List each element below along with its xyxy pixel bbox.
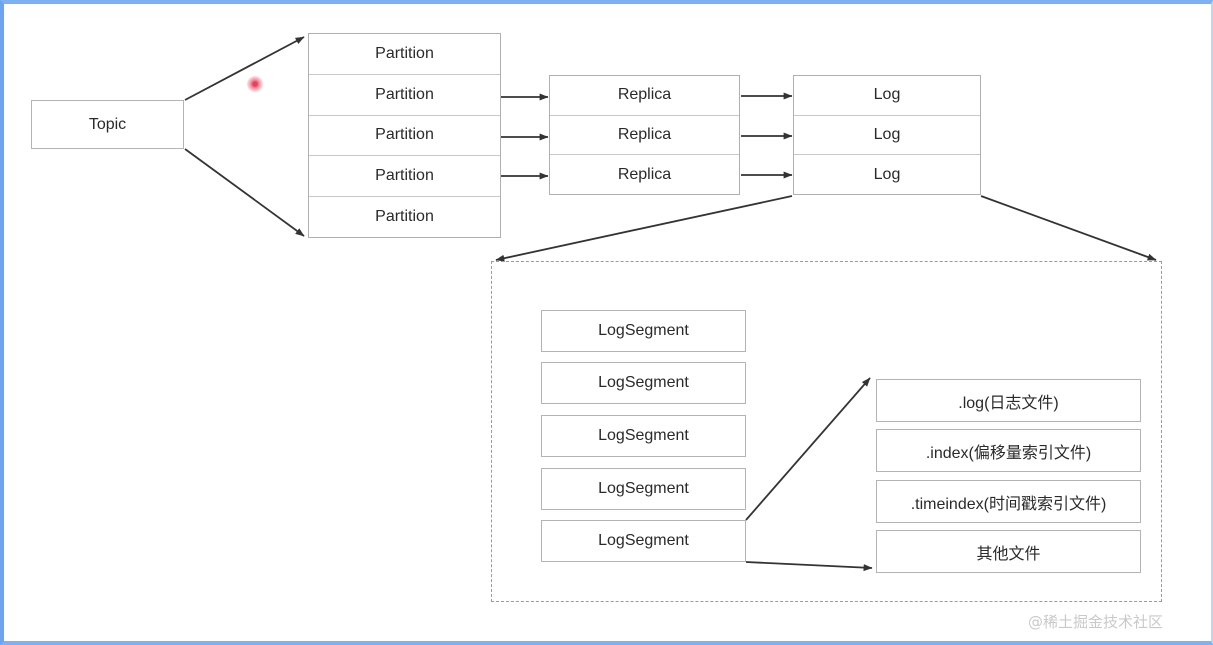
- replica-row[interactable]: Replica: [550, 116, 739, 156]
- replica-label: Replica: [617, 165, 672, 183]
- segment-file-box-log[interactable]: .log(日志文件): [876, 379, 1141, 422]
- partition-label: Partition: [375, 85, 434, 103]
- log-row[interactable]: Log: [794, 116, 980, 156]
- segment-file-box-index[interactable]: .index(偏移量索引文件): [876, 429, 1141, 472]
- arrow-log-to-segment-region-right: [980, 195, 1157, 261]
- segment-file-label: .timeindex(时间戳索引文件): [910, 495, 1107, 513]
- log-segment-region: [491, 261, 1162, 602]
- topic-label: Topic: [88, 115, 127, 133]
- logsegment-label: LogSegment: [598, 322, 689, 339]
- arrow-topic-to-partition-top: [184, 36, 305, 101]
- logsegment-label: LogSegment: [598, 532, 689, 549]
- logsegment-box[interactable]: LogSegment: [541, 362, 746, 404]
- log-row[interactable]: Log: [794, 76, 980, 116]
- log-label: Log: [873, 86, 901, 104]
- segment-file-box-other[interactable]: 其他文件: [876, 530, 1141, 573]
- arrow-topic-to-partition-bottom: [184, 148, 305, 237]
- partition-row[interactable]: Partition: [309, 197, 500, 237]
- partition-row[interactable]: Partition: [309, 116, 500, 157]
- segment-file-box-timeindex[interactable]: .timeindex(时间戳索引文件): [876, 480, 1141, 523]
- segment-file-label: .log(日志文件): [958, 394, 1059, 412]
- replica-stack[interactable]: Replica Replica Replica: [549, 75, 740, 195]
- logsegment-label: LogSegment: [598, 374, 689, 391]
- logsegment-label: LogSegment: [598, 427, 689, 444]
- segment-file-label: .index(偏移量索引文件): [925, 444, 1092, 462]
- segment-file-label: 其他文件: [976, 545, 1041, 563]
- partition-row[interactable]: Partition: [309, 156, 500, 198]
- replica-label: Replica: [617, 86, 672, 104]
- log-row[interactable]: Log: [794, 155, 980, 194]
- topic-box[interactable]: Topic: [31, 100, 184, 149]
- replica-row[interactable]: Replica: [550, 76, 739, 116]
- log-stack[interactable]: Log Log Log: [793, 75, 981, 195]
- replica-row[interactable]: Replica: [550, 155, 739, 194]
- partition-label: Partition: [375, 208, 434, 226]
- logsegment-box[interactable]: LogSegment: [541, 520, 746, 562]
- logsegment-box[interactable]: LogSegment: [541, 415, 746, 457]
- partition-row[interactable]: Partition: [309, 75, 500, 116]
- partition-row[interactable]: Partition: [309, 34, 500, 75]
- cursor-click-indicator: [247, 76, 263, 92]
- replica-label: Replica: [617, 126, 672, 143]
- log-label: Log: [873, 126, 901, 143]
- partition-label: Partition: [375, 167, 434, 185]
- logsegment-box[interactable]: LogSegment: [541, 468, 746, 510]
- partition-label: Partition: [375, 44, 434, 62]
- partition-stack[interactable]: Partition Partition Partition Partition …: [308, 33, 501, 238]
- logsegment-label: LogSegment: [598, 480, 689, 497]
- watermark-text: @稀土掘金技术社区: [1028, 613, 1164, 631]
- arrow-log-to-segment-region-left: [495, 195, 793, 262]
- log-label: Log: [873, 165, 901, 183]
- partition-label: Partition: [375, 126, 434, 144]
- logsegment-box[interactable]: LogSegment: [541, 310, 746, 352]
